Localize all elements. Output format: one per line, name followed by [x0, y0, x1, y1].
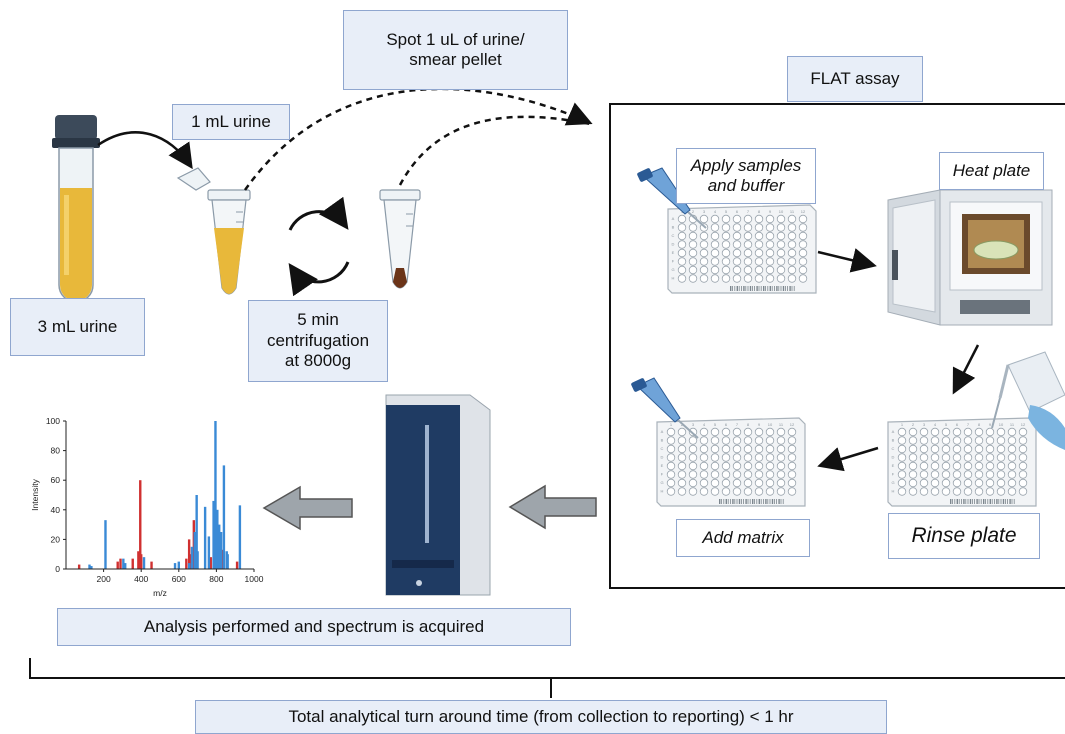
incubator-icon — [887, 189, 1053, 326]
spectrum-peak — [150, 561, 153, 569]
y-tick-label: 60 — [51, 475, 61, 485]
spectrum-peak — [214, 421, 217, 569]
one-ml-urine-label: 1 mL urine — [172, 104, 290, 140]
arrow-to-add-matrix — [817, 446, 879, 472]
spectrum-peak — [88, 564, 91, 569]
y-tick-label: 20 — [51, 534, 61, 544]
spectrum-peak — [203, 506, 207, 569]
spectrum-peak — [131, 558, 134, 569]
y-tick-label: 0 — [55, 564, 60, 574]
spectrum-peak — [104, 520, 107, 569]
x-tick-label: 400 — [134, 574, 148, 584]
spectrum-peak — [207, 536, 211, 569]
spectrum-peak — [193, 532, 196, 569]
urine-tube-icon — [52, 115, 100, 303]
x-tick-label: 600 — [172, 574, 186, 584]
spectrum-peak — [173, 563, 177, 569]
block-arrow-to-instrument — [508, 484, 597, 530]
x-tick-label: 200 — [97, 574, 111, 584]
x-tick-label: 1000 — [245, 574, 264, 584]
y-tick-label: 80 — [51, 446, 61, 456]
timeline-bracket — [29, 658, 1065, 679]
spectrum-peak — [238, 505, 242, 569]
spectrum-peak — [222, 465, 226, 569]
spot-label: Spot 1 uL of urine/ smear pellet — [343, 10, 568, 90]
spectrum-peak — [187, 539, 191, 569]
block-arrow-to-spectrum — [262, 485, 353, 531]
arrow-to-rinse — [952, 344, 980, 395]
dashed-arrow-pellet — [398, 115, 591, 186]
flat-assay-title: FLAT assay — [787, 56, 923, 102]
total-time-label: Total analytical turn around time (from … — [195, 700, 887, 734]
spectrum-peak — [219, 532, 223, 569]
eppendorf-pellet-icon — [379, 189, 421, 289]
spectrum-peak — [77, 564, 81, 569]
rinse-plate-label: Rinse plate — [888, 513, 1040, 559]
heat-plate-label: Heat plate — [939, 152, 1044, 190]
spectrum-peak — [119, 558, 122, 569]
y-tick-label: 40 — [51, 505, 61, 515]
flat-assay-frame — [609, 103, 1065, 589]
spectrum-peak — [212, 500, 215, 569]
wash-bottle-icon — [991, 351, 1065, 450]
spectrum-peak — [139, 480, 142, 569]
y-axis-label: Intensity — [30, 478, 40, 510]
spectrum-peak — [90, 566, 93, 569]
x-tick-label: 800 — [209, 574, 223, 584]
eppendorf-urine-icon — [176, 167, 251, 295]
spectrum-peak — [142, 557, 146, 569]
mass-spectrometer-icon — [385, 394, 491, 596]
spectrum-peak — [190, 546, 194, 569]
dashed-arrow-spot — [243, 87, 593, 191]
spectrum-peak — [235, 561, 239, 569]
spectrum-peak — [137, 551, 140, 569]
spectrum-peak — [140, 554, 143, 569]
add-matrix-label: Add matrix — [676, 519, 810, 557]
spectrum-peak — [209, 557, 212, 569]
pipette-icon — [631, 377, 699, 439]
arrow-to-heat — [817, 248, 877, 273]
spectrum-peak — [226, 554, 229, 569]
spectrum-peak — [196, 551, 199, 569]
spectrum-peak — [116, 561, 119, 569]
x-axis-label: m/z — [153, 588, 167, 598]
transfer-arrow — [97, 131, 193, 170]
spectrum-peak — [122, 558, 125, 569]
spectrum-peak — [187, 563, 191, 569]
spectrum-peak — [218, 524, 221, 569]
y-tick-label: 100 — [46, 416, 60, 426]
centrifugation-label: 5 min centrifugation at 8000g — [248, 300, 388, 382]
spectrum-peak — [177, 561, 180, 569]
spectrum-peak — [195, 495, 198, 569]
well-plate-add-matrix — [656, 417, 806, 507]
well-plate-apply — [667, 204, 817, 294]
spectrum-chart: 0 20 40 60 80 100 200 400 600 800 1000 m/z Intensity — [30, 416, 264, 598]
spectrum-peak — [185, 558, 188, 569]
spectrum-peak — [216, 509, 219, 569]
centrifuge-cycle-icon — [288, 196, 350, 297]
analysis-label: Analysis performed and spectrum is acqui… — [57, 608, 571, 646]
three-ml-urine-label: 3 mL urine — [10, 298, 145, 356]
spectrum-peak — [124, 563, 127, 569]
well-plate-rinse — [887, 417, 1037, 507]
apply-samples-label: Apply samples and buffer — [676, 148, 816, 204]
